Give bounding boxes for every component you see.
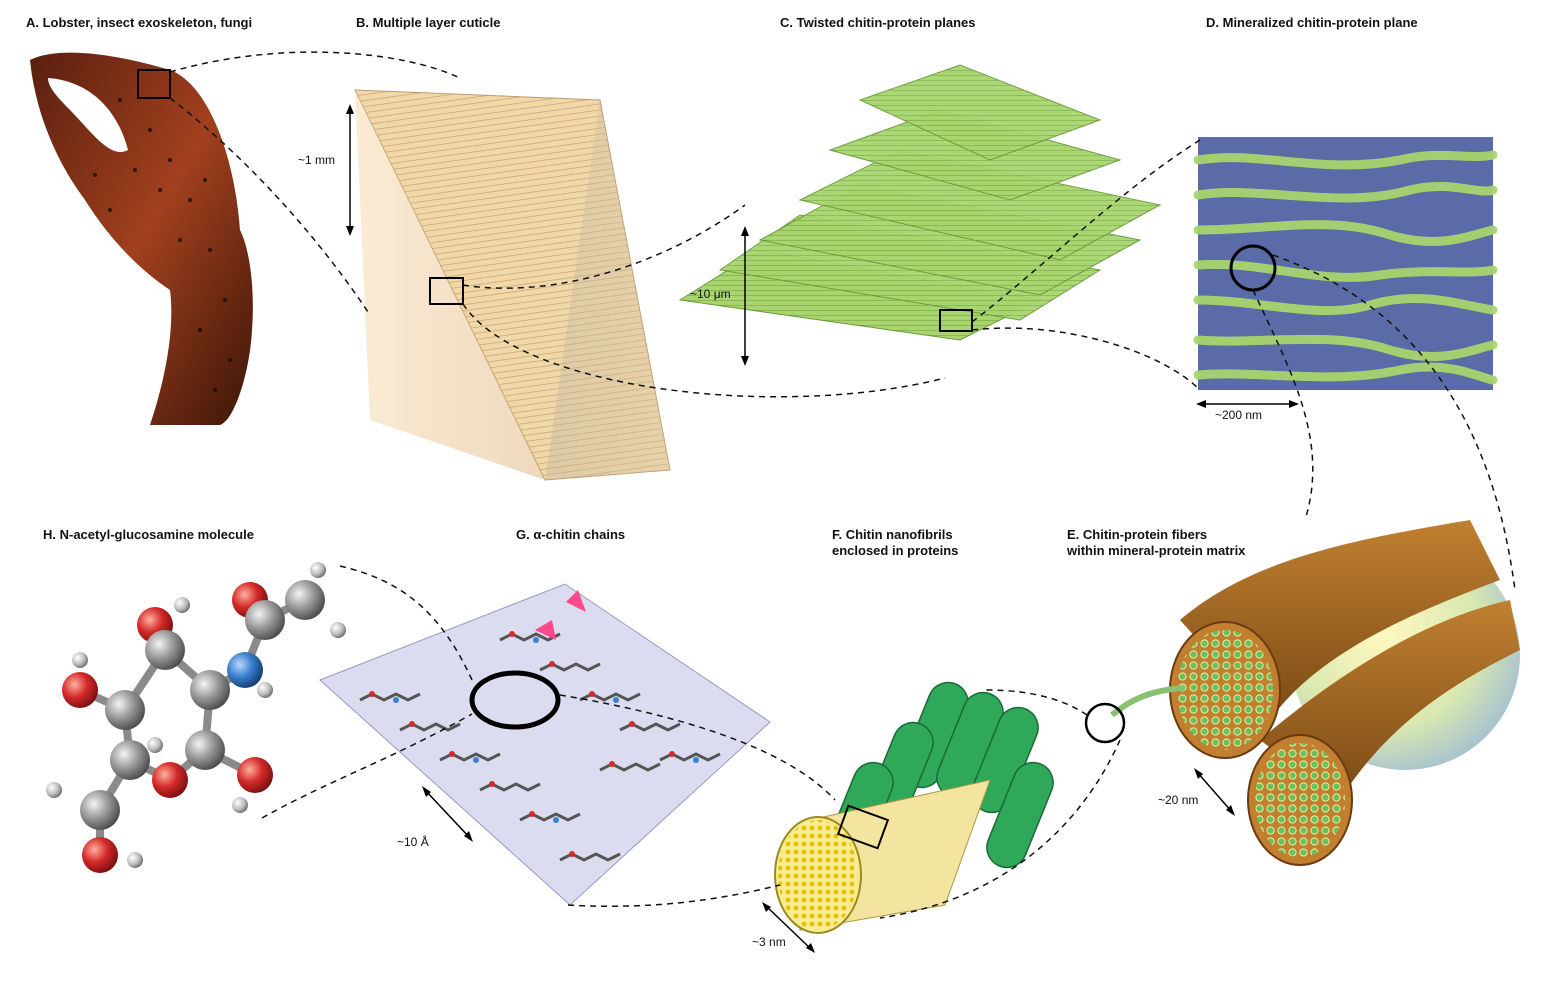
planes-zoom-box <box>939 309 973 332</box>
scale-label-10um: ~10 μm <box>690 287 731 301</box>
chitin-chains-sheet <box>319 583 771 906</box>
fiber-zoom-circle <box>1084 702 1126 744</box>
lobster-claw-illustration <box>30 52 253 425</box>
cuticle-zoom-box <box>429 277 464 305</box>
title-g: G. α-chitin chains <box>516 527 626 542</box>
twisted-planes <box>678 64 1162 341</box>
cuticle-block <box>354 89 671 481</box>
nanofibril-zoom-box <box>836 804 890 850</box>
nag-molecule <box>46 562 346 873</box>
title-c: C. Twisted chitin-protein planes <box>780 15 976 30</box>
title-d: D. Mineralized chitin-protein plane <box>1206 15 1418 30</box>
scale-label-3nm: ~3 nm <box>752 935 786 949</box>
scale-label-10angstrom: ~10 Å <box>397 835 429 849</box>
claw-zoom-box <box>137 69 171 99</box>
scale-bar-1mm <box>346 104 354 236</box>
title-h: H. N-acetyl-glucosamine molecule <box>43 527 254 542</box>
title-f: F. Chitin nanofibrils enclosed in protei… <box>832 527 959 558</box>
zoom-connectors <box>169 51 1516 919</box>
mineralized-plane <box>1193 137 1498 390</box>
scale-bar-200nm <box>1196 400 1299 408</box>
title-b: B. Multiple layer cuticle <box>356 15 501 30</box>
scale-label-200nm: ~200 nm <box>1215 408 1263 422</box>
title-e: E. Chitin-protein fibers within mineral-… <box>1067 527 1246 558</box>
scale-bar-10um <box>741 226 749 366</box>
scale-label-20nm: ~20 nm <box>1158 793 1199 807</box>
scale-bar-20nm <box>1194 768 1235 816</box>
scale-bar-3nm <box>762 902 815 953</box>
nanofibril <box>774 681 1054 934</box>
scale-bar-10angstrom <box>422 786 473 842</box>
fiber-bundle <box>1110 520 1520 866</box>
title-a: A. Lobster, insect exoskeleton, fungi <box>26 15 253 30</box>
scale-label-1mm: ~1 mm <box>298 153 336 167</box>
chains-zoom-ellipse <box>469 670 561 730</box>
